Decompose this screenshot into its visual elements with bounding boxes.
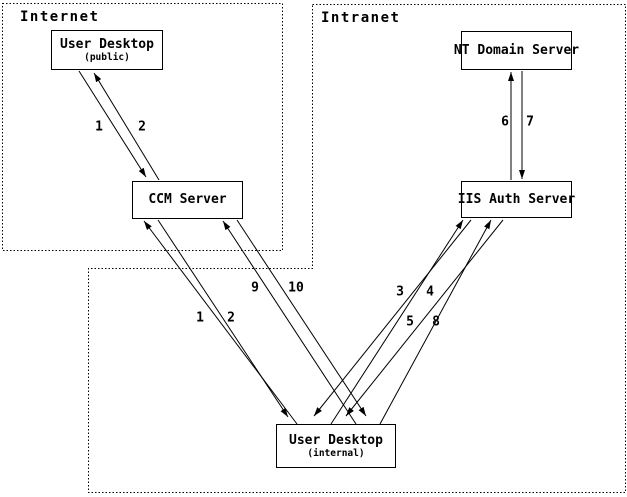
node-subtitle: (internal) xyxy=(307,447,365,459)
flow-arrow-4-iis-to-internal xyxy=(313,219,472,417)
flow-label-2-internal: 2 xyxy=(227,310,235,326)
flow-arrow-2-ccm-to-public xyxy=(93,72,160,181)
flow-label-9: 9 xyxy=(251,280,259,296)
node-title: NT Domain Server xyxy=(453,42,580,58)
flow-label-8: 8 xyxy=(432,314,440,330)
flow-arrow-8-iis-to-internal xyxy=(345,219,504,417)
flow-arrow-2-ccm-to-internal xyxy=(157,219,289,418)
node-ccm-server: CCM Server xyxy=(132,181,243,219)
flow-label-7: 7 xyxy=(526,114,534,130)
flow-label-3: 3 xyxy=(396,284,404,300)
node-title: User Desktop xyxy=(60,36,154,52)
flow-label-10: 10 xyxy=(288,280,304,296)
flow-arrow-9-internal-to-ccm xyxy=(222,220,357,425)
flow-label-5: 5 xyxy=(406,314,414,330)
node-user-desktop-internal: User Desktop (internal) xyxy=(276,424,396,468)
intranet-zone-border xyxy=(88,4,626,493)
node-title: CCM Server xyxy=(148,192,227,207)
intranet-zone-label: Intranet xyxy=(321,10,401,26)
flow-label-1-internal: 1 xyxy=(196,310,204,326)
flow-arrow-10-ccm-to-internal xyxy=(236,219,367,417)
node-subtitle: (public) xyxy=(84,51,130,63)
flow-label-4: 4 xyxy=(426,284,434,300)
node-iis-auth-server: IIS Auth Server xyxy=(457,181,576,218)
flow-arrow-5-internal-to-iis xyxy=(379,219,492,425)
node-user-desktop-public: User Desktop (public) xyxy=(51,30,163,70)
node-title: IIS Auth Server xyxy=(457,191,576,207)
internet-zone-label: Internet xyxy=(20,9,100,25)
internet-zone-border xyxy=(2,3,283,251)
flow-arrow-3-internal-to-iis xyxy=(330,219,464,425)
node-title: User Desktop xyxy=(289,432,383,448)
flow-arrow-1-internal-to-ccm xyxy=(143,220,298,425)
flow-label-1-public: 1 xyxy=(95,119,103,135)
flow-arrow-1-public-to-ccm xyxy=(78,70,147,178)
flow-label-6: 6 xyxy=(501,114,509,130)
node-nt-domain-server: NT Domain Server xyxy=(454,31,579,70)
flow-label-2-public: 2 xyxy=(138,119,146,135)
